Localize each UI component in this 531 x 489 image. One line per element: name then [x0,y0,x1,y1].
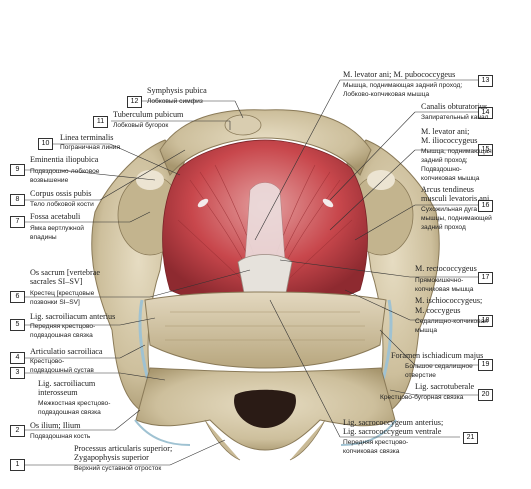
russian-name: подвздошная связка [38,409,101,416]
number-box: 1 [10,459,25,471]
latin-name: Lig. sacrotuberale [415,382,475,391]
number-box: 19 [478,359,493,371]
number-box: 5 [10,319,25,331]
russian-name: копчиковая мышца [415,286,474,293]
russian-name: отверстие [405,372,436,379]
latin-name: M. levator ani; M. pubococcygeus [343,70,456,79]
pubic-arch [159,109,372,176]
latin-name: Linea terminalis [60,133,114,142]
latin-name: Canalis obturatorius [421,102,488,111]
number-box: 16 [478,200,493,212]
number-box: 4 [10,352,25,364]
russian-name: подвздошный сустав [30,367,94,374]
russian-name: копчиковая связка [343,448,400,455]
latin-name: Corpus ossis pubis [30,189,92,198]
latin-name: Lig. sacrococcygeum ventrale [343,427,442,436]
russian-name: Большое седалищное [405,363,473,370]
russian-name: Сухожильная дуга [421,206,478,213]
russian-name: Верхний суставной отросток [74,465,162,472]
russian-name: впадины [30,234,57,241]
latin-name: sacrales SI–SV] [30,277,83,286]
number-box: 15 [478,144,493,156]
latin-name: Os ilium; Ilium [30,421,81,430]
number-box: 17 [478,272,493,284]
russian-name: возвышение [30,177,69,184]
latin-name: Symphysis pubica [147,86,207,95]
russian-name: Лобково-копчиковая мышца [343,91,430,98]
russian-name: позвонки SI–SV] [30,299,80,306]
russian-name: Пограничная линия [60,144,121,151]
russian-name: Ямка вертлужной [30,225,84,232]
vertebral-canal [234,389,296,428]
number-box: 14 [478,107,493,119]
russian-name: Подвздошно-лобковое [30,168,100,175]
russian-name: задний проход; [421,157,468,164]
number-box: 3 [10,367,25,379]
number-box: 7 [10,216,25,228]
latin-name: M. ischiococcygeus; [415,296,483,305]
number-box: 18 [478,315,493,327]
russian-name: Крестцово-бугорная связка [380,394,464,401]
russian-name: Запирательный канал [421,114,489,121]
russian-name: Седалищно-копчиковая [415,318,488,325]
russian-name: Крестцово- [30,358,65,365]
number-box: 10 [38,138,53,150]
russian-name: задний проход [421,224,466,231]
number-box: 21 [463,432,478,444]
russian-name: Лобковый симфиз [147,98,203,105]
latin-name: Lig. sacroiliacum [38,379,96,388]
latin-name: Fossa acetabuli [30,212,81,221]
number-box: 20 [478,389,493,401]
russian-name: Прямокишечно- [415,277,464,284]
symphysis [224,114,262,136]
latin-name: Arcus tendineus [421,185,474,194]
latin-name: Zygapophysis superior [74,453,149,462]
latin-name: Processus articularis superior; [74,444,173,453]
russian-name: мышца [415,327,438,334]
russian-name: Подвздошная кость [30,433,91,440]
number-box: 13 [478,75,493,87]
russian-name: Крестец [крестцовые [30,290,95,297]
number-box: 6 [10,291,25,303]
russian-name: мышцы, поднимающей [421,215,492,222]
russian-name: подвздошная связка [30,332,93,339]
number-box: 12 [127,96,142,108]
latin-name: Os sacrum [vertebrae [30,268,101,277]
leader-lines [24,79,478,466]
latin-name: Lig. sacroiliacum anterius [30,312,116,321]
russian-name: Межкостная крестцово- [38,400,111,407]
russian-name: Мышца, поднимающая [421,148,492,155]
russian-name: Тело лобковой кости [30,201,94,208]
russian-name: копчиковая мышца [421,175,480,182]
latin-name: M. coccygeus [415,306,461,315]
sacrum [144,291,387,369]
latin-name: Eminentia iliopubica [30,155,99,164]
number-box: 8 [10,194,25,206]
number-box: 2 [10,425,25,437]
number-box: 11 [93,116,108,128]
russian-name: Подвздошно- [421,166,462,173]
latin-name: musculi levatoris ani [421,194,490,203]
russian-name: Мышца, поднимающая задний проход; [343,82,463,89]
russian-name: Передняя крестцово- [30,323,96,330]
latin-name: Articulatio sacroiliaca [30,347,103,356]
latin-name: Tuberculum pubicum [113,110,184,119]
latin-name: M. levator ani; [421,127,470,136]
latin-name: M. rectococcygeus [415,264,477,273]
russian-name: Лобковый бугорок [113,122,169,129]
russian-name: Передняя крестцово- [343,439,409,446]
latin-name: Lig. sacrococcygeum anterius; [343,418,444,427]
latin-name: M. iliococcygeus [421,136,478,145]
latin-name: Foramen ischiadicum majus [391,351,484,360]
latin-name: interosseum [38,388,78,397]
number-box: 9 [10,164,25,176]
